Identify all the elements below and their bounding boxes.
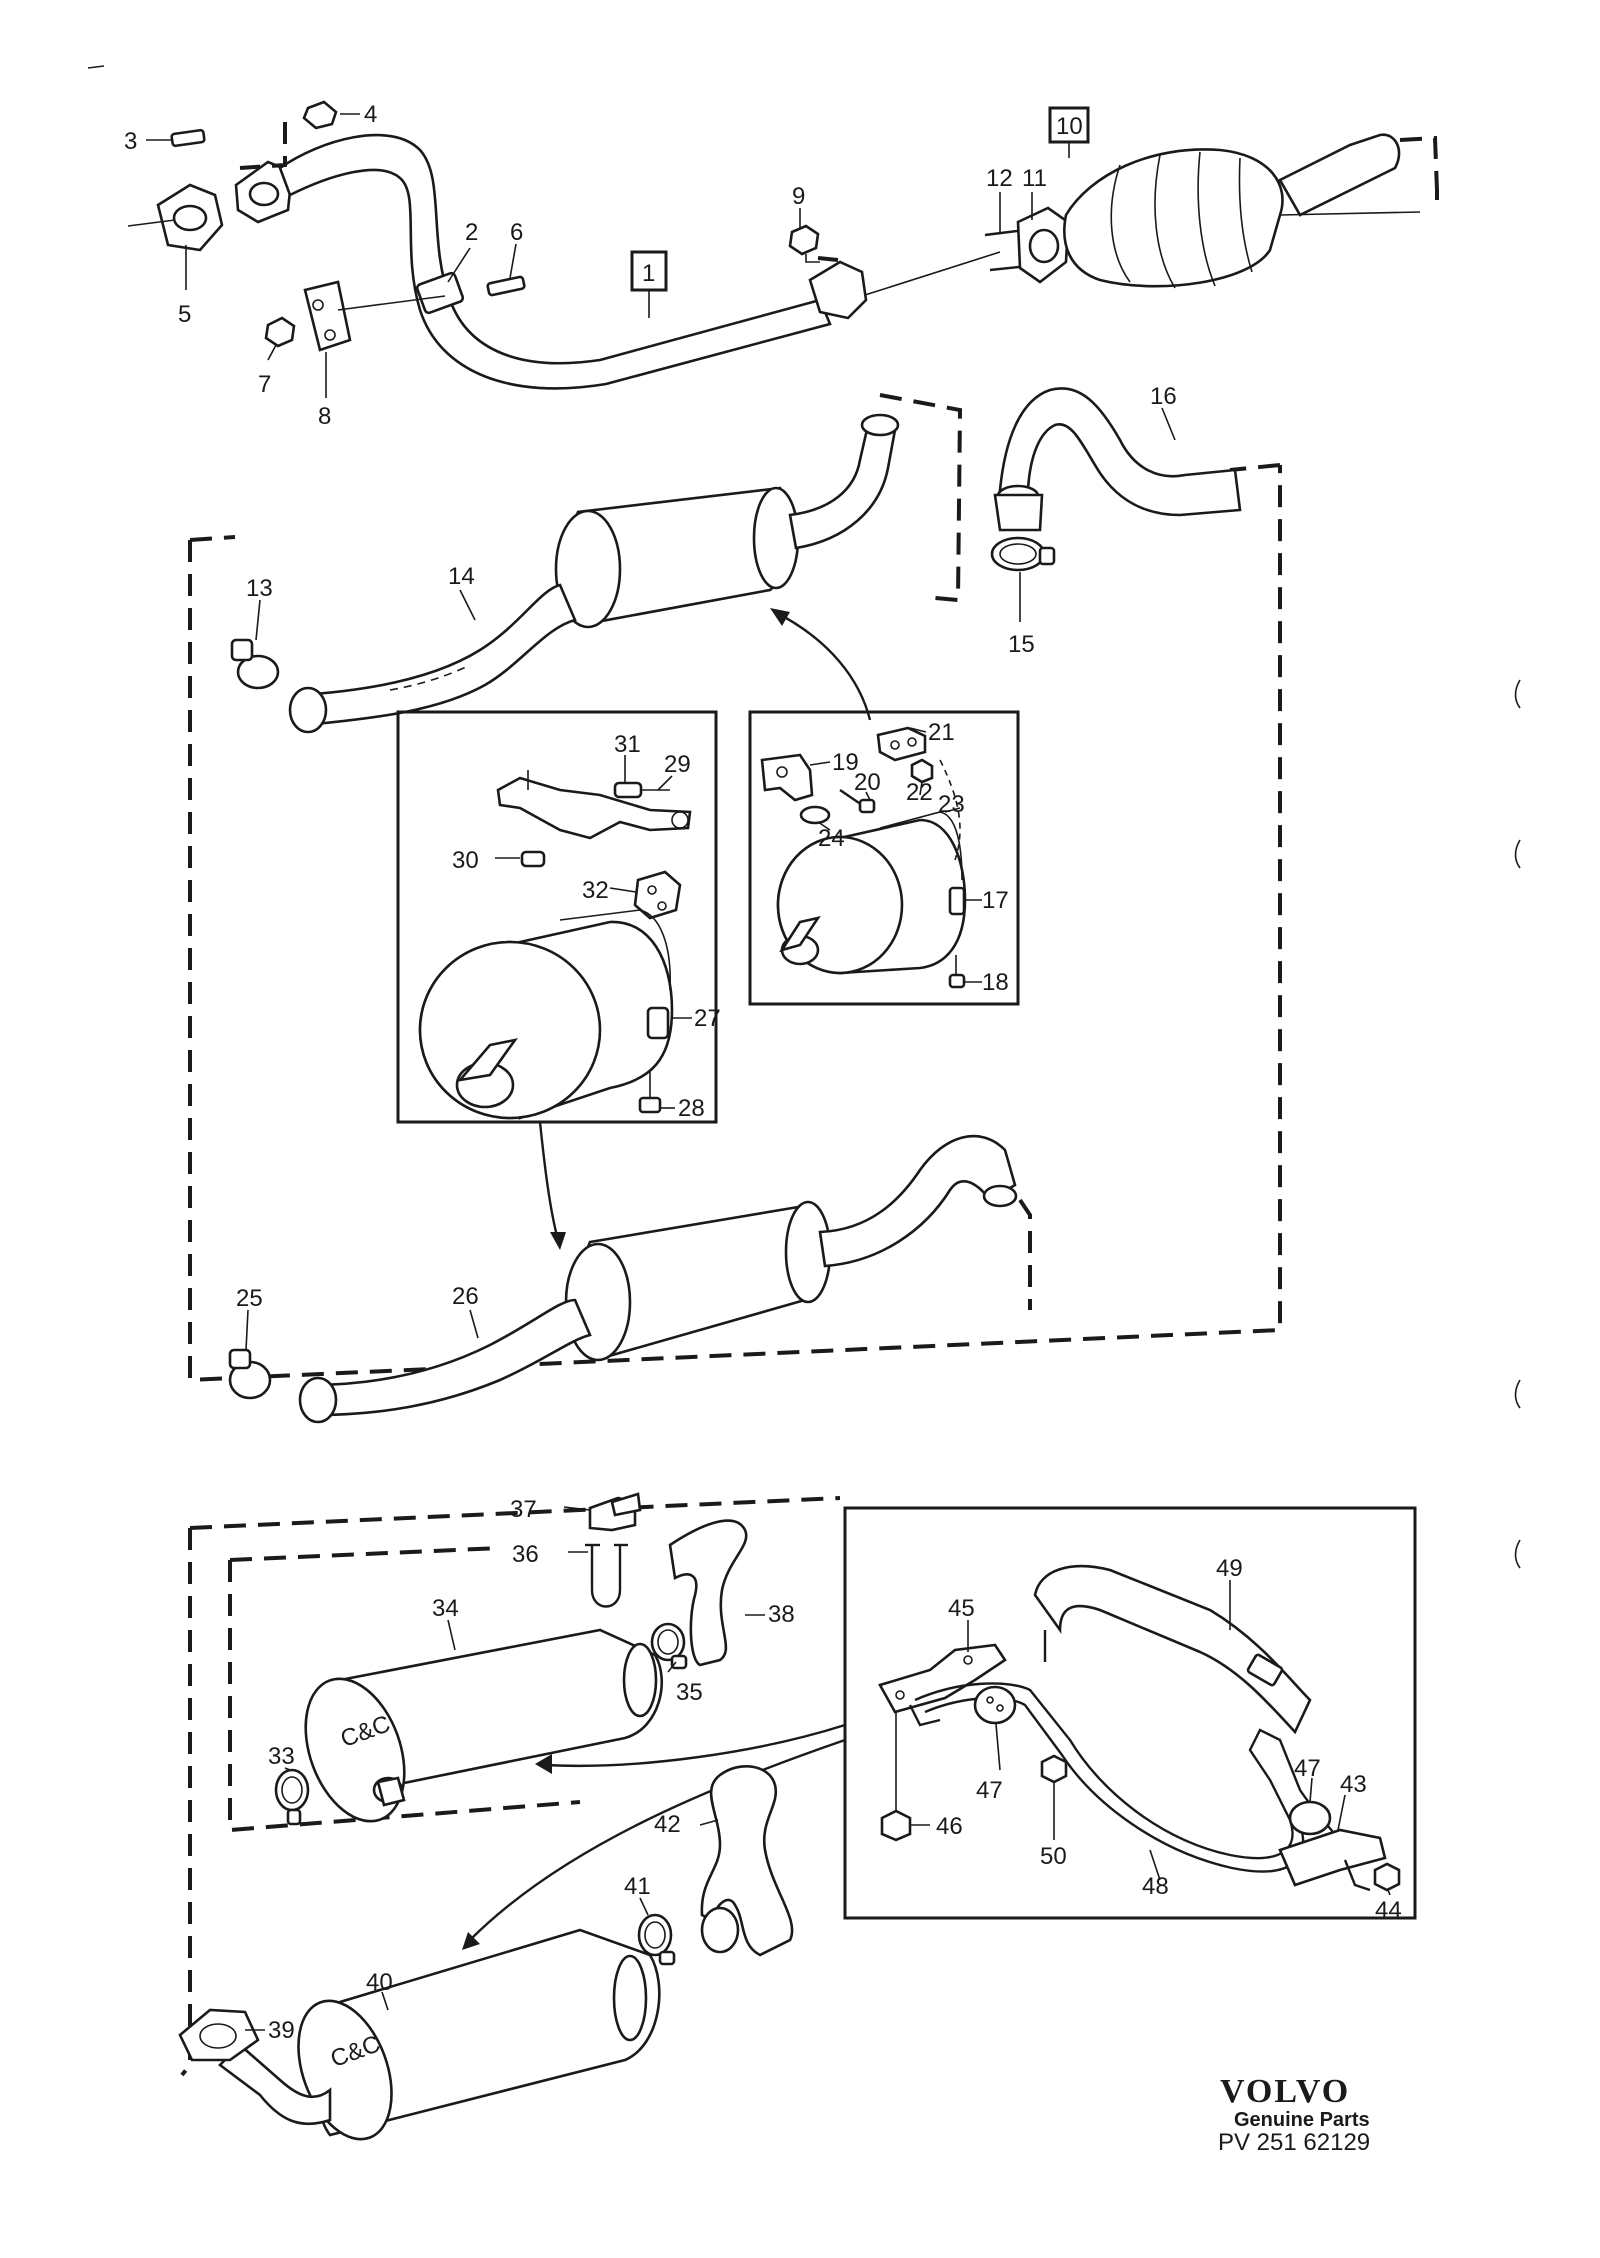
callout-42: 42	[654, 1811, 681, 1838]
rear-silencer-assembly: C&C	[178, 1492, 1417, 2141]
callout-40: 40	[366, 1969, 393, 1996]
callout-39: 39	[268, 2017, 295, 2044]
callout-43: 43	[1340, 1771, 1367, 1798]
callout-1: 1	[642, 260, 655, 287]
callout-12: 12	[986, 165, 1013, 192]
callout-48: 48	[1142, 1873, 1169, 1900]
callout-27: 27	[694, 1005, 721, 1032]
callout-17: 17	[982, 887, 1009, 914]
callout-22: 22	[906, 779, 933, 806]
callout-45: 45	[948, 1595, 975, 1622]
callout-47b: 47	[1294, 1755, 1321, 1782]
brand-tagline: Genuine Parts	[1234, 2109, 1370, 2131]
callout-25: 25	[236, 1285, 263, 1312]
callout-23: 23	[938, 791, 965, 818]
callout-33: 33	[268, 1743, 295, 1770]
callout-13: 13	[246, 575, 273, 602]
callout-29: 29	[664, 751, 691, 778]
callout-32: 32	[582, 877, 609, 904]
callout-18: 18	[982, 969, 1009, 996]
callout-2: 2	[465, 219, 478, 246]
leaders-section-3	[245, 1506, 1391, 2031]
callout-5: 5	[178, 301, 191, 328]
callout-4: 4	[364, 101, 377, 128]
callout-50: 50	[1040, 1843, 1067, 1870]
callout-47a: 47	[976, 1777, 1003, 1804]
inset-rear-silencer-hanger	[843, 1506, 1417, 1920]
callout-28: 28	[678, 1095, 705, 1122]
callout-37: 37	[510, 1496, 537, 1523]
callout-16: 16	[1150, 383, 1177, 410]
mid-silencer-assembly	[188, 387, 1282, 1424]
brand-block: VOLVO Genuine Parts PV 251 62129	[1218, 2073, 1370, 2156]
callout-26: 26	[452, 1283, 479, 1310]
callout-21: 21	[928, 719, 955, 746]
callout-46: 46	[936, 1813, 963, 1840]
callout-8: 8	[318, 403, 331, 430]
volvo-logo-text: VOLVO	[1220, 2073, 1350, 2110]
part-reference-number: PV 251 62129	[1218, 2129, 1370, 2156]
callout-14: 14	[448, 563, 475, 590]
callout-20: 20	[854, 769, 881, 796]
callout-6: 6	[510, 219, 523, 246]
callout-10: 10	[1056, 113, 1083, 140]
callout-34: 34	[432, 1595, 459, 1622]
callout-41: 41	[624, 1873, 651, 1900]
callout-7: 7	[258, 371, 271, 398]
callout-11: 11	[1022, 165, 1047, 192]
callout-35: 35	[676, 1679, 703, 1706]
callout-3: 3	[124, 128, 137, 155]
leaders-section-1	[146, 113, 1033, 398]
inset-front-silencer-mount	[748, 710, 1020, 1006]
callout-36: 36	[512, 1541, 539, 1568]
margin-marks	[87, 65, 1521, 1569]
leaders-section-2	[245, 407, 1176, 1351]
callout-15: 15	[1008, 631, 1035, 658]
callout-49: 49	[1216, 1555, 1243, 1582]
inset-rear-silencer-mount	[396, 710, 718, 1124]
callout-30: 30	[452, 847, 479, 874]
front-pipe-assembly	[127, 100, 1439, 390]
callout-24: 24	[818, 825, 845, 852]
callout-labels: 1 2 3 4 5 6 7 8 9 10 11 12 13 14 15 16 1…	[124, 101, 1402, 2044]
callout-31: 31	[614, 731, 641, 758]
callout-19: 19	[832, 749, 859, 776]
callout-9: 9	[792, 183, 805, 210]
callout-38: 38	[768, 1601, 795, 1628]
callout-44: 44	[1375, 1897, 1402, 1924]
